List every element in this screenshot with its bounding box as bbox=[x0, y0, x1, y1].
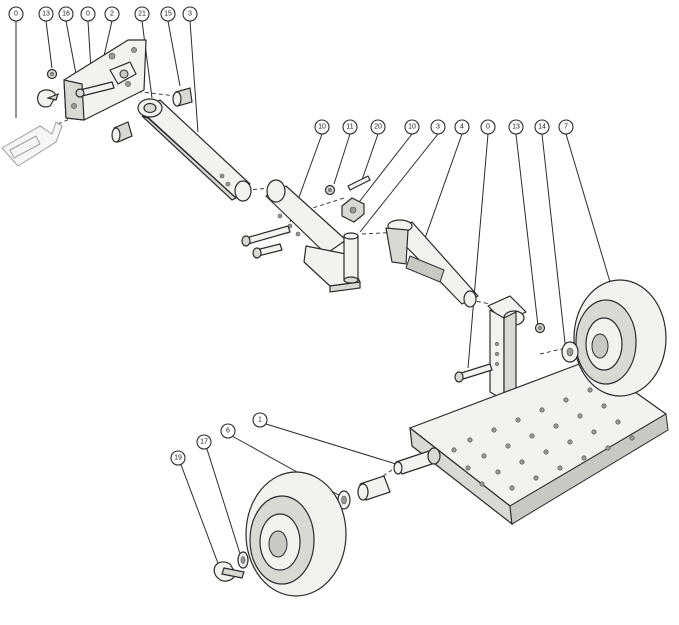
callout-10a: 10 bbox=[314, 119, 330, 135]
callout-16: 16 bbox=[58, 6, 74, 22]
axle-washer bbox=[337, 490, 351, 510]
callout-17: 17 bbox=[196, 434, 212, 450]
callout-label: 6 bbox=[226, 428, 230, 435]
callout-2: 2 bbox=[104, 6, 120, 22]
callout-4: 4 bbox=[454, 119, 470, 135]
callout-label: 15 bbox=[164, 11, 172, 18]
swivel-arm bbox=[385, 219, 479, 308]
callout-label: 0 bbox=[86, 11, 90, 18]
callout-label: 10 bbox=[318, 124, 326, 131]
callout-14: 14 bbox=[534, 119, 550, 135]
mounting-bracket bbox=[63, 39, 147, 121]
callout-label: 2 bbox=[110, 11, 114, 18]
bolt-long bbox=[241, 225, 291, 247]
callout-13: 13 bbox=[38, 6, 54, 22]
callout-20: 20 bbox=[370, 119, 386, 135]
callout-label: 20 bbox=[374, 124, 382, 131]
callout-label: 14 bbox=[538, 124, 546, 131]
clevis-bolt bbox=[75, 81, 115, 98]
callout-1: 1 bbox=[252, 412, 268, 428]
caster-post bbox=[487, 295, 527, 401]
callout-label: 1 bbox=[258, 417, 262, 424]
callout-label: 16 bbox=[62, 11, 70, 18]
callout-0b: 0 bbox=[80, 6, 96, 22]
castle-nut bbox=[341, 197, 365, 223]
caster-nut bbox=[534, 322, 546, 334]
hitch-tongue-faded bbox=[1, 121, 63, 167]
callout-label: 3 bbox=[188, 11, 192, 18]
callout-6: 6 bbox=[220, 423, 236, 439]
hitch-pin bbox=[37, 89, 59, 108]
vertical-post bbox=[343, 232, 359, 284]
callout-label: 0 bbox=[486, 124, 490, 131]
callout-label: 7 bbox=[564, 124, 568, 131]
callouts: 0 13 16 0 2 21 15 3 10 11 20 10 3 4 0 13… bbox=[8, 6, 574, 466]
callout-label: 21 bbox=[138, 11, 146, 18]
bushing-upper bbox=[172, 87, 193, 107]
bushing-lower bbox=[111, 121, 133, 143]
callout-0: 0 bbox=[8, 6, 24, 22]
callout-label: 4 bbox=[460, 124, 464, 131]
callout-13b: 13 bbox=[508, 119, 524, 135]
callout-3b: 3 bbox=[430, 119, 446, 135]
callout-21: 21 bbox=[134, 6, 150, 22]
callout-10b: 10 bbox=[404, 119, 420, 135]
callout-label: 11 bbox=[346, 124, 353, 131]
callout-label: 19 bbox=[174, 455, 182, 462]
small-nut-mid bbox=[324, 184, 336, 196]
callout-11: 11 bbox=[342, 119, 358, 135]
wheel-washer bbox=[237, 551, 249, 569]
callout-label: 17 bbox=[200, 439, 208, 446]
linch-pin bbox=[213, 561, 245, 582]
cotter-pin bbox=[347, 175, 371, 191]
callout-7: 7 bbox=[558, 119, 574, 135]
callout-label: 3 bbox=[436, 124, 440, 131]
callout-15: 15 bbox=[160, 6, 176, 22]
caster-bolt bbox=[454, 363, 493, 383]
bolt-short bbox=[252, 243, 283, 259]
wheel-front bbox=[245, 471, 347, 597]
wheel-rear bbox=[561, 279, 667, 397]
callout-19: 19 bbox=[170, 450, 186, 466]
callout-0c: 0 bbox=[480, 119, 496, 135]
callout-label: 13 bbox=[42, 11, 50, 18]
callout-label: 13 bbox=[512, 124, 520, 131]
callout-3: 3 bbox=[182, 6, 198, 22]
callout-label: 0 bbox=[14, 11, 18, 18]
axle-bushing bbox=[357, 475, 391, 501]
axle-stub bbox=[393, 447, 441, 475]
callout-label: 10 bbox=[408, 124, 416, 131]
small-nut bbox=[46, 68, 58, 80]
tow-arm-tube bbox=[137, 98, 252, 202]
platform-holes bbox=[451, 387, 635, 491]
